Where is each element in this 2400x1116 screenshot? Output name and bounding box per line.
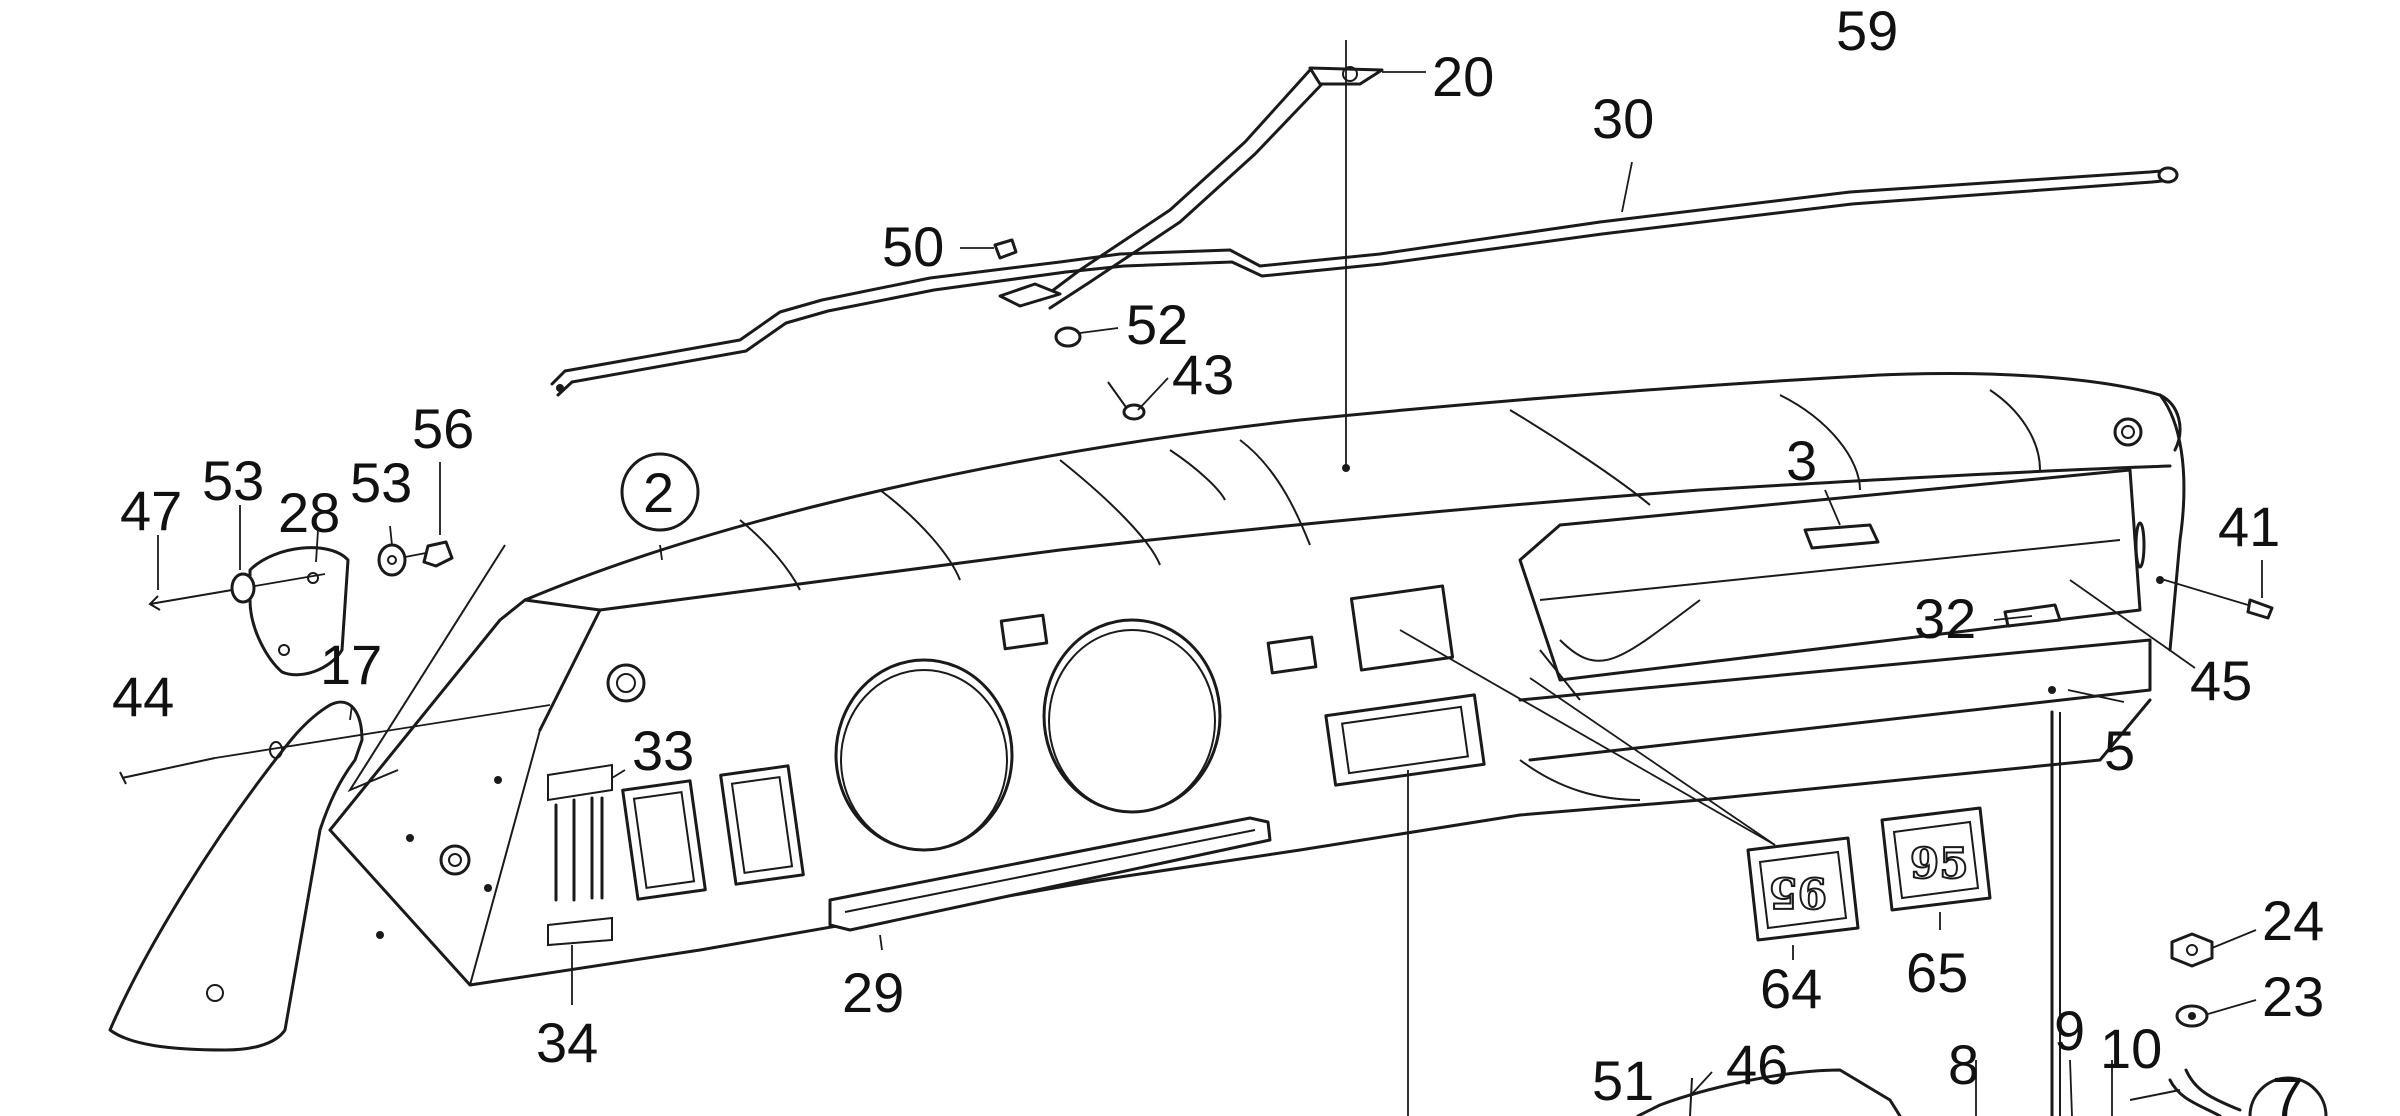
screw-41 [2157, 577, 2274, 620]
label-32: 32 [1914, 587, 1976, 650]
circle-marker-2 [620, 452, 700, 532]
label-8: 8 [1948, 1033, 1979, 1096]
switch-openings [621, 584, 1486, 901]
label-33: 33 [632, 719, 694, 782]
label-10: 10 [2100, 1017, 2162, 1080]
badge-65: 95 [1880, 806, 1992, 912]
label-2: 2 [643, 461, 674, 524]
part-number-labels: 59 20 30 50 52 43 56 47 53 28 53 2 3 41 … [112, 0, 2324, 1116]
lower-parts [1636, 1059, 2242, 1116]
label-17: 17 [320, 633, 382, 696]
leaders-badges [1399, 629, 1941, 960]
side-bracket-plate [248, 544, 506, 793]
label-43: 43 [1172, 343, 1234, 406]
label-20: 20 [1432, 45, 1494, 108]
badge-64-text: 95 [1769, 868, 1827, 917]
dashboard-body-2 [328, 40, 2186, 987]
badge-64: 95 [1746, 836, 1860, 942]
label-51: 51 [1592, 1049, 1654, 1112]
label-50: 50 [882, 215, 944, 278]
label-44: 44 [112, 665, 174, 728]
windshield-trim-strip-30 [550, 166, 2179, 397]
label-34: 34 [536, 1011, 598, 1074]
label-47: 47 [120, 479, 182, 542]
label-29: 29 [842, 961, 904, 1024]
label-46: 46 [1726, 1033, 1788, 1096]
switch-strip-33-34 [547, 763, 613, 947]
label-56: 56 [412, 397, 474, 460]
label-45: 45 [2190, 649, 2252, 712]
washer-23 [2175, 1004, 2209, 1028]
label-30: 30 [1592, 87, 1654, 150]
label-7: 7 [2272, 1065, 2303, 1116]
label-5: 5 [2104, 719, 2135, 782]
label-53b: 53 [350, 451, 412, 514]
screw-43 [1107, 381, 1146, 421]
lower-trim-29 [828, 816, 1272, 932]
screw-44 [119, 704, 551, 785]
lower-support-lines [1407, 710, 2061, 1116]
clip-50 [993, 238, 1018, 260]
label-24: 24 [2262, 889, 2324, 952]
label-53a: 53 [202, 449, 264, 512]
circle-marker-7 [2248, 1076, 2328, 1116]
glovebox-panel-5 [1518, 468, 2164, 801]
label-41: 41 [2218, 495, 2280, 558]
fasteners-left [148, 540, 454, 611]
label-9: 9 [2054, 999, 2085, 1062]
clip-52 [1054, 326, 1082, 348]
label-52: 52 [1126, 293, 1188, 356]
badge-65-text: 95 [1910, 839, 1968, 888]
label-65: 65 [1906, 941, 1968, 1004]
side-panel-17 [108, 700, 364, 1052]
gauge-openings [834, 618, 1222, 852]
label-3: 3 [1786, 429, 1817, 492]
label-23: 23 [2262, 965, 2324, 1028]
label-64: 64 [1760, 957, 1822, 1020]
center-pillar-trim-20 [998, 66, 1384, 310]
nut-24 [2170, 932, 2214, 968]
label-59: 59 [1836, 0, 1898, 62]
label-leaders [157, 71, 2263, 1097]
label-28: 28 [278, 481, 340, 544]
